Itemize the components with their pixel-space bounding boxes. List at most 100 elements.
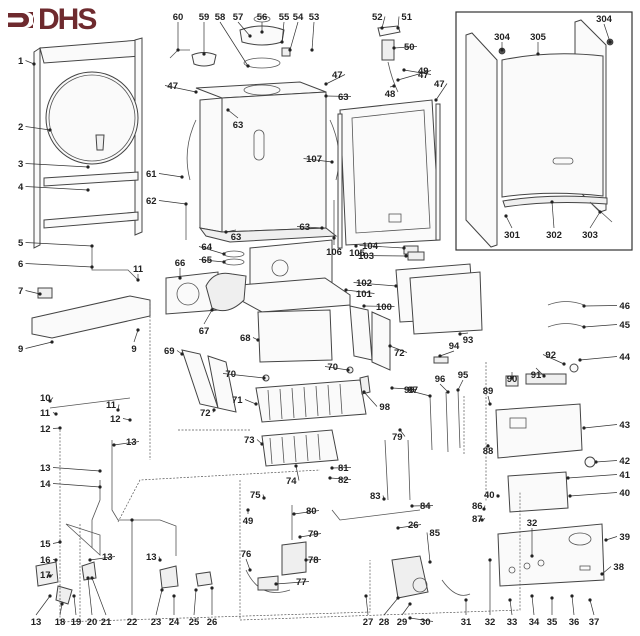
callout-54: 54 <box>288 12 304 52</box>
pipe-10 <box>49 397 131 409</box>
callout-11: 11 <box>106 400 120 412</box>
callout-label: 40 <box>619 488 630 499</box>
callout-label: 86 <box>472 501 483 512</box>
callout-label: 71 <box>232 395 243 406</box>
leader-dot <box>566 476 570 480</box>
callout-label: 60 <box>173 12 184 23</box>
burner-body <box>261 429 339 467</box>
callout-label: 88 <box>483 446 494 457</box>
leader-line <box>35 595 51 616</box>
callout-26: 26 <box>396 520 422 531</box>
leader-dot <box>392 46 396 50</box>
dashed-connection-lines <box>59 302 521 623</box>
leader-line <box>595 460 618 463</box>
fascia-knob-hole-2 <box>523 562 531 570</box>
callout-label: 10 <box>40 393 51 404</box>
electrode-holder <box>433 356 449 364</box>
leader-dot <box>364 594 368 598</box>
callout-104: 104 <box>359 241 406 252</box>
leader-line <box>603 23 611 43</box>
leader-dot <box>288 48 292 52</box>
leader-line <box>155 589 163 616</box>
callout-label: 35 <box>547 617 558 628</box>
leader-line <box>567 474 618 479</box>
callout-32: 32 <box>527 518 537 558</box>
callout-label: 77 <box>296 577 307 588</box>
callout-93: 93 <box>458 332 473 346</box>
leader-dot <box>58 540 62 544</box>
callout-label: 1 <box>18 56 24 67</box>
callout-63: 63 <box>226 108 243 131</box>
callout-13: 13 <box>112 437 140 448</box>
callout-label: 17 <box>40 570 51 581</box>
leader-line <box>324 366 349 371</box>
leader-line <box>353 282 397 287</box>
leader-dot <box>344 288 348 292</box>
leader-line <box>542 354 565 365</box>
leader-dot <box>332 236 336 240</box>
callout-13: 13 <box>31 594 52 628</box>
callout-106: 106 <box>326 236 342 258</box>
callout-2: 2 <box>18 122 52 133</box>
callout-63: 63 <box>296 222 324 233</box>
leader-dot <box>128 418 132 422</box>
leader-line <box>601 566 612 575</box>
callout-label: 72 <box>394 348 405 359</box>
leader-dot <box>582 325 586 329</box>
callout-89: 89 <box>483 386 494 406</box>
callout-label: 14 <box>40 479 51 490</box>
callout-72: 72 <box>200 408 216 419</box>
callout-label: 303 <box>582 230 598 241</box>
leader-line <box>113 441 140 446</box>
callout-31: 31 <box>461 598 472 628</box>
leader-line <box>303 158 333 163</box>
leader-dot <box>32 62 36 66</box>
leader-dot <box>304 558 308 562</box>
leader-dot <box>608 40 612 44</box>
callout-label: 53 <box>309 12 320 23</box>
callout-label: 13 <box>40 463 51 474</box>
callout-7: 7 <box>18 286 42 297</box>
leader-line <box>583 324 618 328</box>
callout-label: 79 <box>392 432 403 443</box>
pressure-switch <box>81 561 97 581</box>
leader-dot <box>486 444 490 448</box>
leader-dot <box>320 226 324 230</box>
leader-dot <box>160 588 164 592</box>
callout-47: 47 <box>434 79 448 102</box>
leader-line <box>381 16 386 29</box>
callout-82: 82 <box>328 475 352 486</box>
callout-label: 27 <box>363 617 374 628</box>
callout-67: 67 <box>199 308 214 337</box>
callout-label: 89 <box>483 386 494 397</box>
safety-valve <box>159 565 179 589</box>
inset-border <box>455 11 633 251</box>
pcb-board <box>525 373 567 385</box>
callout-label: 94 <box>449 341 460 352</box>
heat-sensor-bracket <box>359 375 371 395</box>
leader-line <box>589 599 595 616</box>
callout-88: 88 <box>483 444 494 457</box>
leader-dot <box>464 598 468 602</box>
flue-gasket <box>243 57 281 69</box>
callout-23: 23 <box>151 588 164 628</box>
leader-dot <box>346 368 350 372</box>
leader-line <box>583 305 618 307</box>
leader-line <box>295 465 300 481</box>
callout-48: 48 <box>385 84 396 100</box>
leader-dot <box>598 210 602 214</box>
leader-line <box>296 226 323 229</box>
callout-label: 26 <box>408 520 419 531</box>
pressure-point <box>281 47 291 57</box>
burner <box>261 429 339 467</box>
leader-dot <box>458 332 462 336</box>
callout-label: 31 <box>461 617 472 628</box>
leader-dot <box>362 390 366 394</box>
leader-dot <box>194 90 198 94</box>
leader-dot <box>254 402 258 406</box>
callout-label: 30 <box>420 617 431 628</box>
callout-label: 11 <box>133 264 144 275</box>
callout-label: 101 <box>356 289 373 300</box>
leader-line <box>411 505 434 507</box>
leader-dot <box>382 497 386 501</box>
